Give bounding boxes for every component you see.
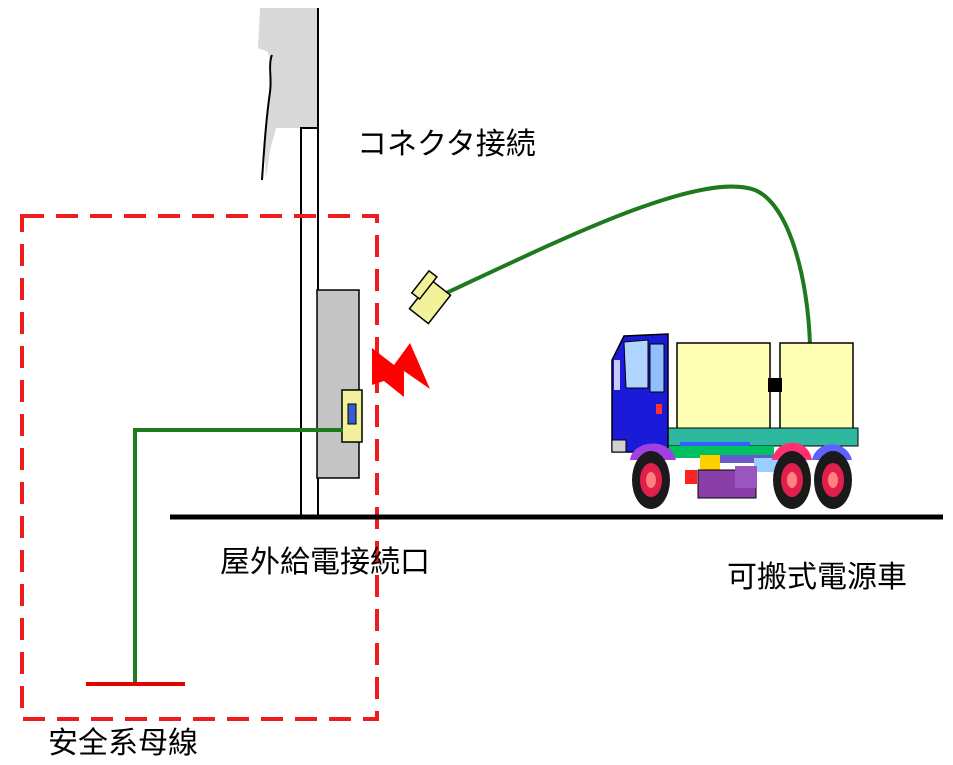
panel-box-icon <box>316 289 360 479</box>
wall-top-texture <box>258 8 318 178</box>
truck-cargo-box-2 <box>779 342 854 431</box>
building-wall <box>258 8 319 517</box>
supply-panel <box>316 289 363 479</box>
plug-connector-icon <box>408 269 452 325</box>
external-cable <box>439 184 812 346</box>
truck-cargo-box-1 <box>676 342 771 431</box>
safety-boundary-dashed <box>20 214 379 721</box>
truck-wheel-rear-2 <box>814 451 852 509</box>
power-truck-icon <box>611 333 859 509</box>
safety-system-bus-label: 安全系母線 <box>48 726 198 761</box>
portable-power-vehicle-label: 可搬式電源車 <box>727 560 907 595</box>
truck-wheel-rear-1 <box>773 451 811 509</box>
panel-socket-inner <box>347 403 357 425</box>
internal-cable <box>133 428 343 683</box>
wall-edge-curve <box>261 54 273 181</box>
truck-wheel-front <box>632 451 670 509</box>
connector-connection-label: コネクタ接続 <box>357 127 536 162</box>
wall-column <box>300 127 319 517</box>
outdoor-power-supply-port-label: 屋外給電接続口 <box>220 545 430 580</box>
red-arrow-icon <box>372 343 430 397</box>
